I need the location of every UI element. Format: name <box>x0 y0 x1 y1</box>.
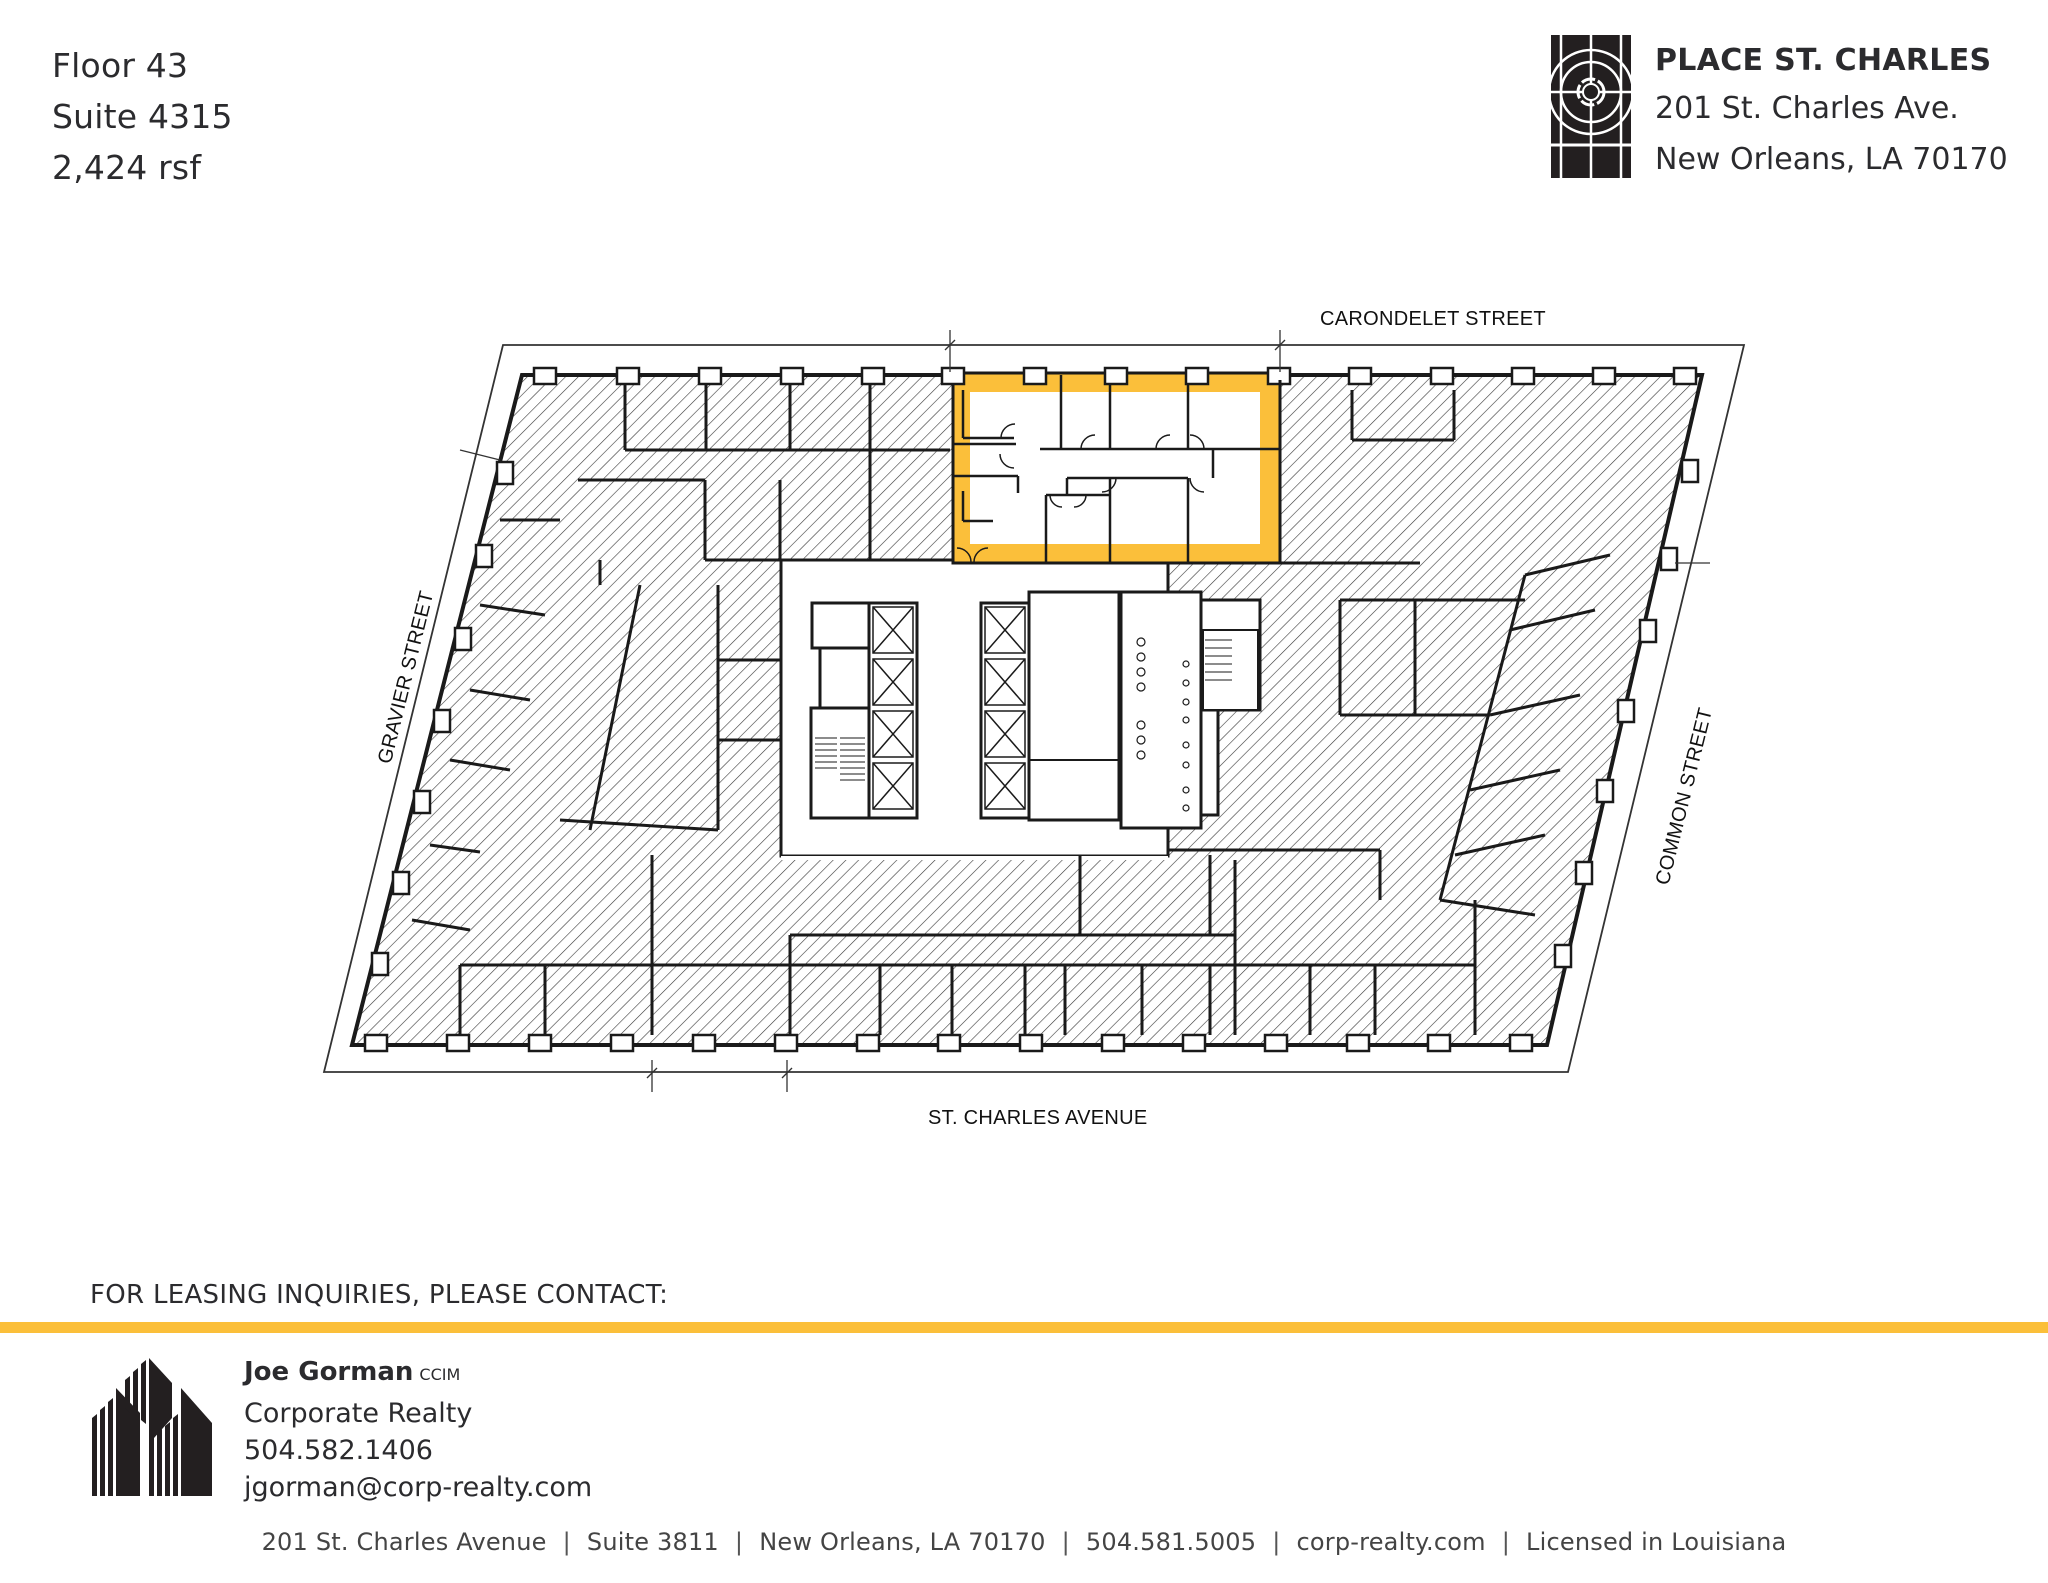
suite-info: Floor 43 Suite 4315 2,424 rsf <box>52 40 233 193</box>
footer-phone[interactable]: 504.581.5005 <box>1085 1528 1257 1556</box>
highlighted-suite[interactable] <box>951 371 1282 565</box>
stained-glass-window-icon <box>1551 35 1631 178</box>
elevator-bank-right <box>979 590 1203 830</box>
suite-label: Suite 4315 <box>52 97 233 136</box>
street-label-south: ST. CHARLES AVENUE <box>928 1107 1148 1129</box>
skyline-buildings-icon <box>92 1358 212 1496</box>
footer-city: New Orleans, LA 70170 <box>759 1528 1046 1556</box>
footer-divider: | <box>562 1528 571 1556</box>
columns-east <box>1553 458 1700 969</box>
contact-heading: FOR LEASING INQUIRIES, PLEASE CONTACT: <box>90 1280 669 1310</box>
footer: 201 St. Charles Avenue | Suite 3811 | New Or… <box>0 1528 2048 1556</box>
agent-email[interactable]: jgorman@corp-realty.com <box>244 1472 593 1503</box>
footer-suite: Suite 3811 <box>586 1528 719 1556</box>
interior-walls <box>411 380 1611 1035</box>
building-address-line1: 201 St. Charles Ave. <box>1655 91 1959 126</box>
building-brand: PLACE ST. CHARLES 201 St. Charles Ave. N… <box>1551 35 2008 185</box>
footer-divider: | <box>734 1528 744 1556</box>
footer-divider: | <box>1501 1528 1511 1556</box>
footer-website[interactable]: corp-realty.com <box>1296 1528 1486 1556</box>
agent-company: Corporate Realty <box>244 1398 473 1429</box>
floor-label: Floor 43 <box>52 46 189 85</box>
street-label-north: CARONDELET STREET <box>1320 308 1546 330</box>
columns-north <box>532 366 1698 386</box>
agent-card: Joe Gorman CCIM Corporate Realty 504.582.… <box>244 1352 592 1506</box>
building-address-line2: New Orleans, LA 70170 <box>1655 142 2008 177</box>
footer-address: 201 St. Charles Avenue <box>261 1528 547 1556</box>
accent-rule <box>0 1322 2048 1333</box>
footer-divider: | <box>1061 1528 1070 1556</box>
agent-phone[interactable]: 504.582.1406 <box>244 1435 433 1466</box>
footer-license: Licensed in Louisiana <box>1526 1528 1787 1556</box>
footer-divider: | <box>1272 1528 1281 1556</box>
building-name: PLACE ST. CHARLES <box>1655 43 1992 78</box>
agent-name: Joe Gorman <box>244 1357 414 1387</box>
columns-west <box>370 460 515 977</box>
agent-credential: CCIM <box>419 1365 461 1384</box>
columns-south <box>363 1033 1534 1053</box>
area-label: 2,424 rsf <box>52 148 202 187</box>
property-boundary <box>322 344 1746 1073</box>
